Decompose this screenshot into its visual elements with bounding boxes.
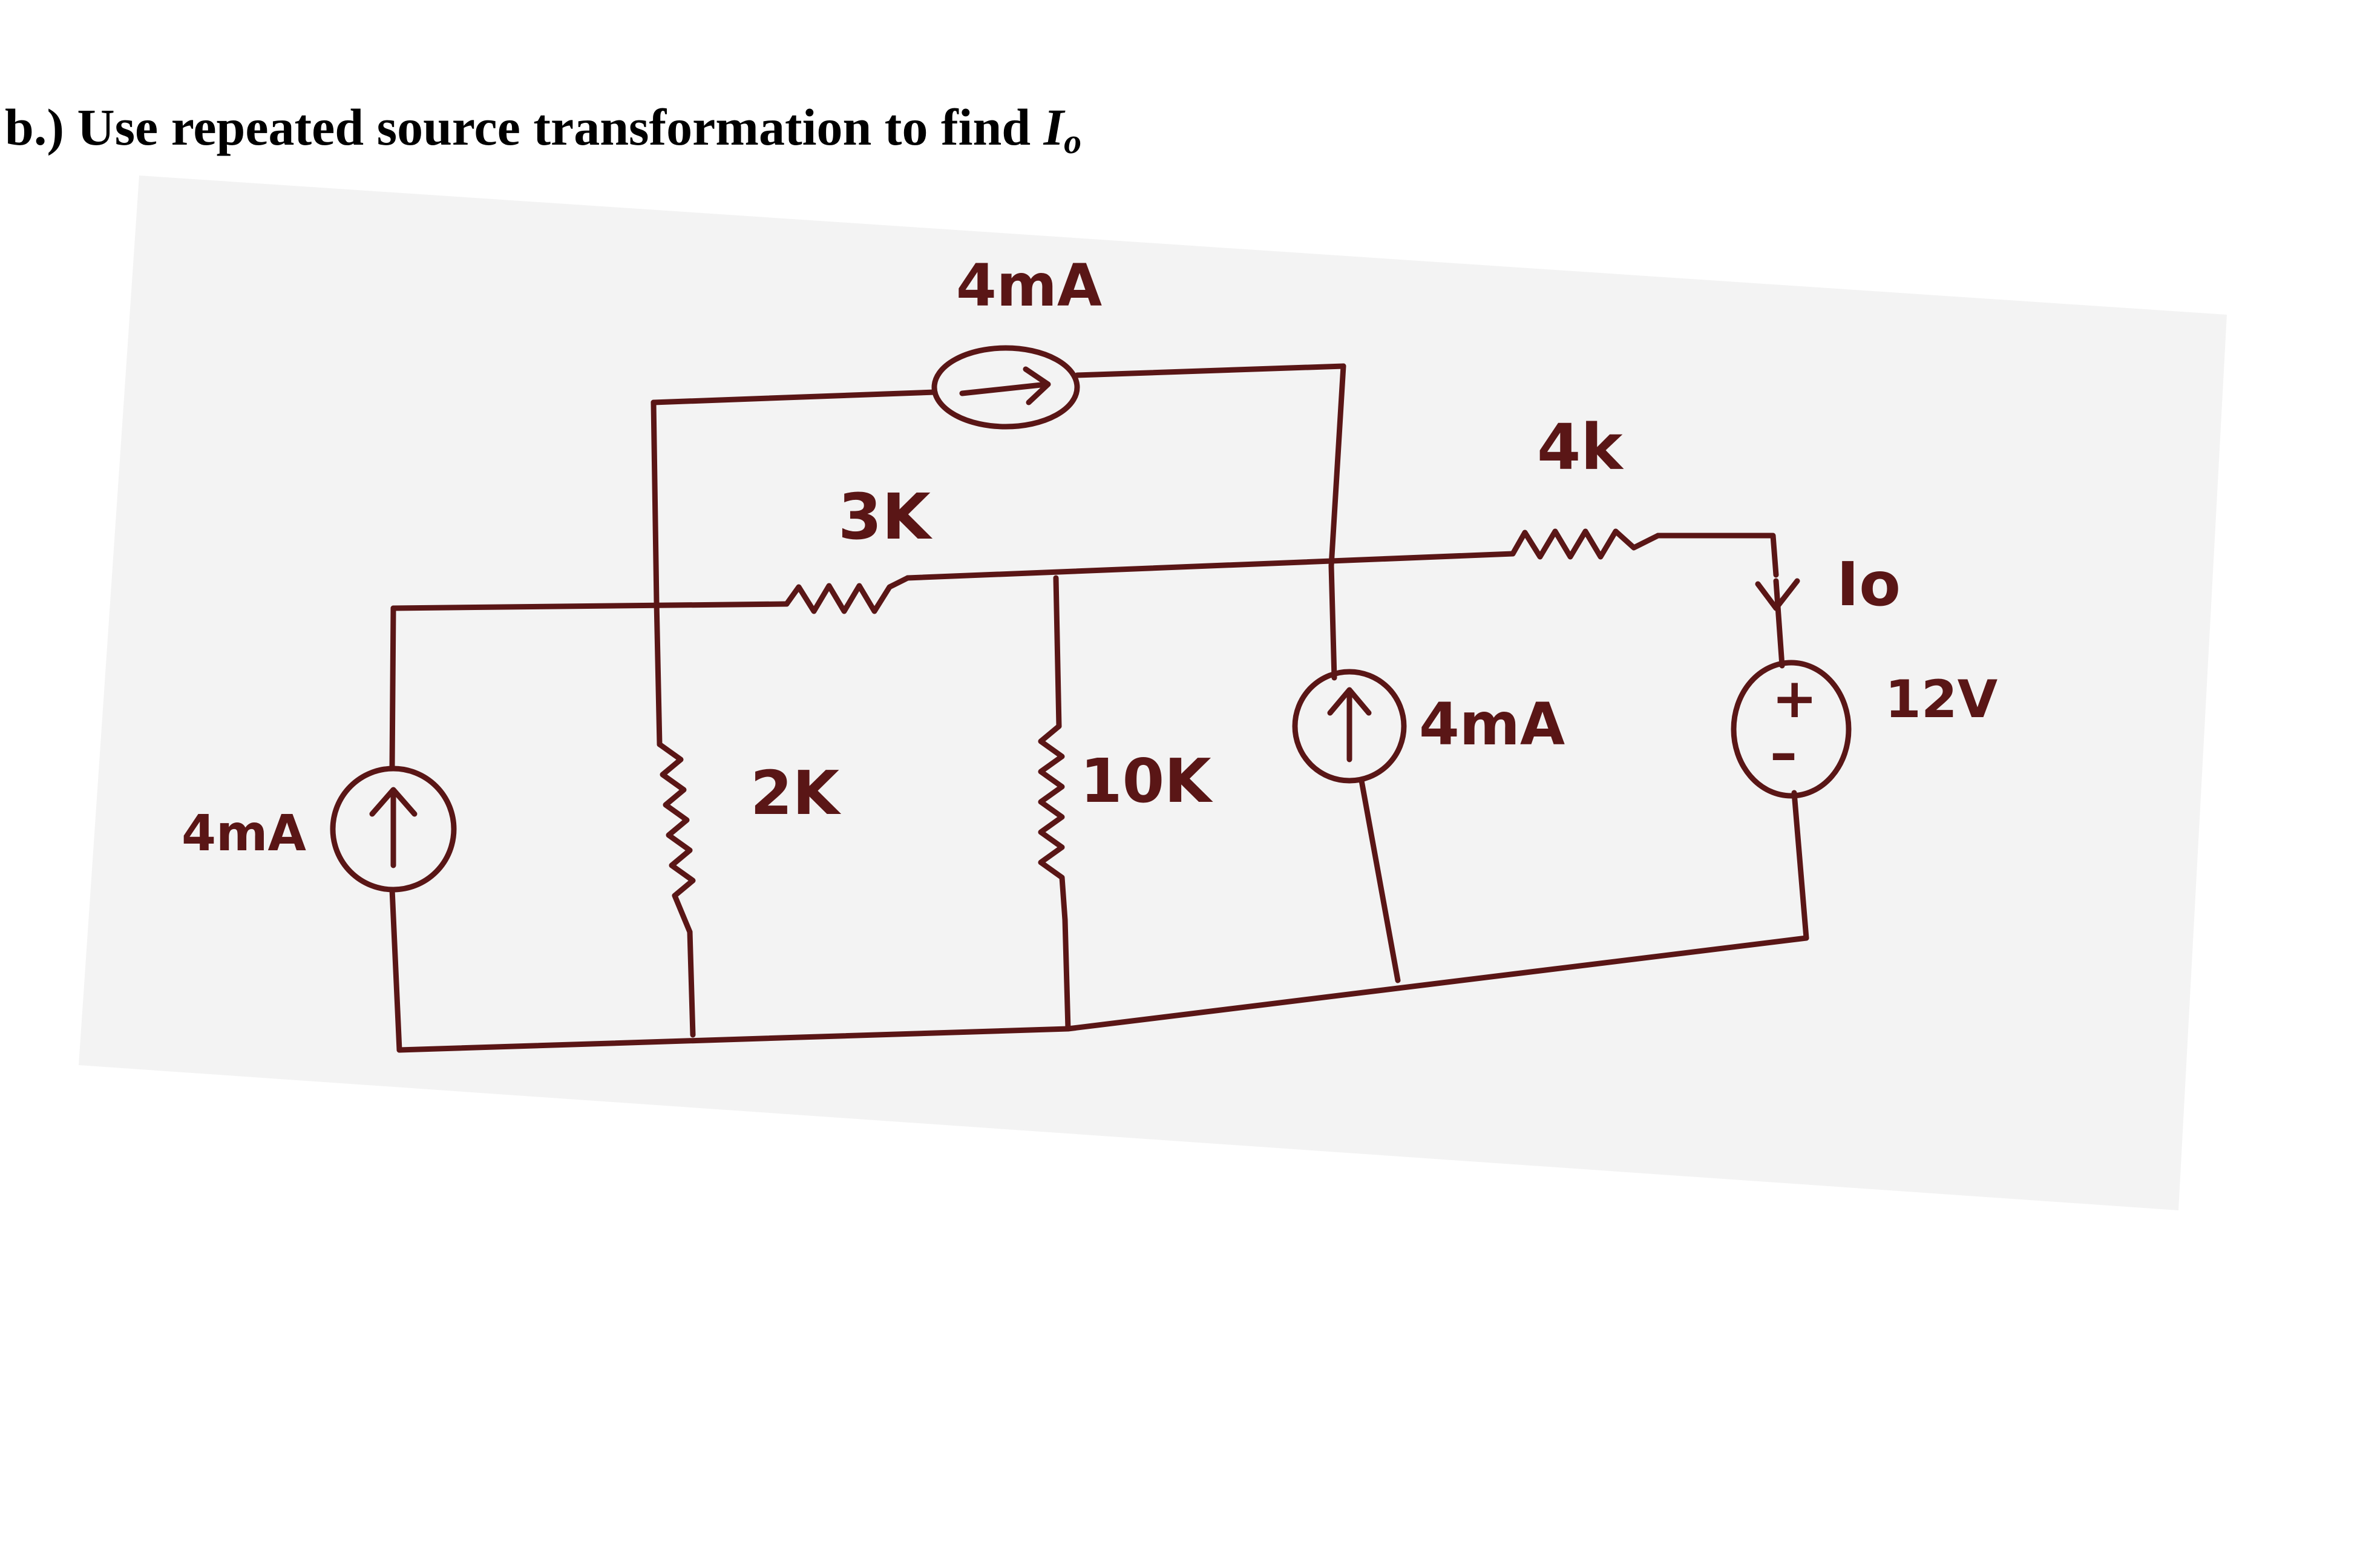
voltage-source-label: 12V xyxy=(1885,669,1998,730)
resistor-10k xyxy=(1038,723,1068,923)
left-current-source xyxy=(330,766,457,893)
resistor-2k-wire xyxy=(654,599,696,1038)
left-source-arrow-icon xyxy=(369,787,418,868)
top-source-arrow-icon xyxy=(959,366,1051,405)
resistor-3k xyxy=(784,575,911,614)
resistor-4k-label: 4k xyxy=(1537,410,1624,484)
voltage-minus-sign: – xyxy=(1770,721,1797,785)
resistor-2k xyxy=(657,741,696,935)
resistor-10k-wire xyxy=(1053,575,1071,1032)
voltage-source xyxy=(1731,660,1852,799)
question-title: b.) Use repeated source transformation t… xyxy=(5,97,1081,162)
voltage-source-wire xyxy=(1773,578,1809,941)
resistor-2k-label: 2K xyxy=(750,758,842,828)
mid-current-source xyxy=(1292,669,1407,784)
mid-source-wire xyxy=(1328,563,1401,983)
left-source-wire xyxy=(389,605,402,1053)
voltage-plus-sign: + xyxy=(1772,667,1817,730)
resistor-4k xyxy=(1510,528,1661,560)
question-prefix: b.) Use repeated source transformation t… xyxy=(5,98,1044,156)
question-variable-subscript: o xyxy=(1064,122,1082,161)
middle-horizontal-wire xyxy=(905,551,1516,581)
question-variable-letter: I xyxy=(1043,98,1064,156)
top-source-label: 4mA xyxy=(956,252,1102,320)
ground-wire xyxy=(396,935,1809,1053)
top-current-source xyxy=(931,345,1080,430)
io-label: Io xyxy=(1837,549,1901,620)
mid-source-label: 4mA xyxy=(1419,691,1565,758)
question-variable: Io xyxy=(1043,98,1081,161)
resistor-10k-label: 10K xyxy=(1080,746,1213,816)
left-source-label: 4mA xyxy=(182,805,306,862)
node-c-vertical-wire xyxy=(1328,363,1346,569)
top-wire xyxy=(651,363,1346,405)
io-arrow-icon xyxy=(1755,578,1800,611)
left-horizontal-wire xyxy=(390,601,790,611)
right-horizontal-wire xyxy=(1655,533,1779,578)
node-a-vertical-wire xyxy=(651,399,660,605)
resistor-3k-label: 3K xyxy=(838,480,932,554)
mid-source-arrow-icon xyxy=(1327,687,1372,763)
